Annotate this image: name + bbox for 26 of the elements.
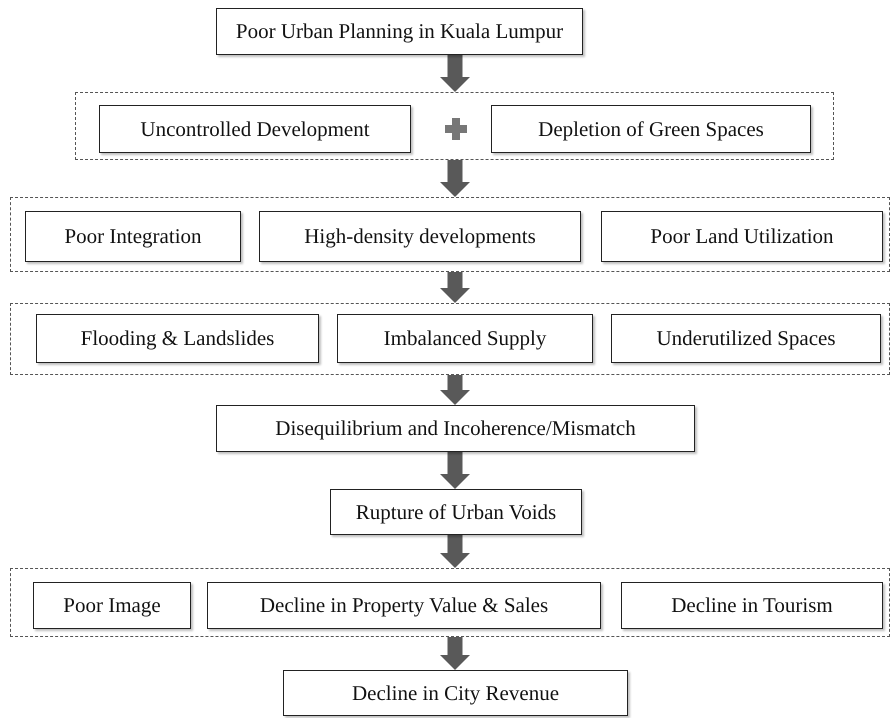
arrow	[440, 535, 470, 568]
dashed-group-box	[10, 568, 890, 637]
process-box: Uncontrolled Development	[99, 105, 411, 153]
process-box: Disequilibrium and Incoherence/Mismatch	[216, 405, 695, 452]
process-box: Flooding & Landslides	[36, 314, 319, 363]
process-box: Poor Integration	[25, 211, 241, 262]
dashed-group-box	[75, 92, 834, 160]
arrow	[440, 160, 470, 197]
process-box: Depletion of Green Spaces	[491, 105, 811, 153]
dashed-group-box	[10, 197, 890, 272]
process-box: Underutilized Spaces	[611, 314, 881, 363]
arrow	[440, 452, 470, 489]
arrow	[440, 55, 470, 92]
process-box: Decline in City Revenue	[283, 670, 628, 716]
arrow	[440, 272, 470, 303]
arrow	[440, 637, 470, 670]
process-box: Poor Urban Planning in Kuala Lumpur	[216, 8, 583, 55]
process-box: Decline in Property Value & Sales	[207, 582, 601, 629]
dashed-group-box	[10, 303, 890, 375]
process-box: Rupture of Urban Voids	[330, 489, 582, 535]
process-box: Imbalanced Supply	[337, 314, 593, 363]
process-box: Poor Image	[33, 582, 191, 629]
process-box: Poor Land Utilization	[601, 211, 883, 262]
arrow	[440, 375, 470, 405]
process-box: High-density developments	[259, 211, 581, 262]
process-box: Decline in Tourism	[621, 582, 883, 629]
